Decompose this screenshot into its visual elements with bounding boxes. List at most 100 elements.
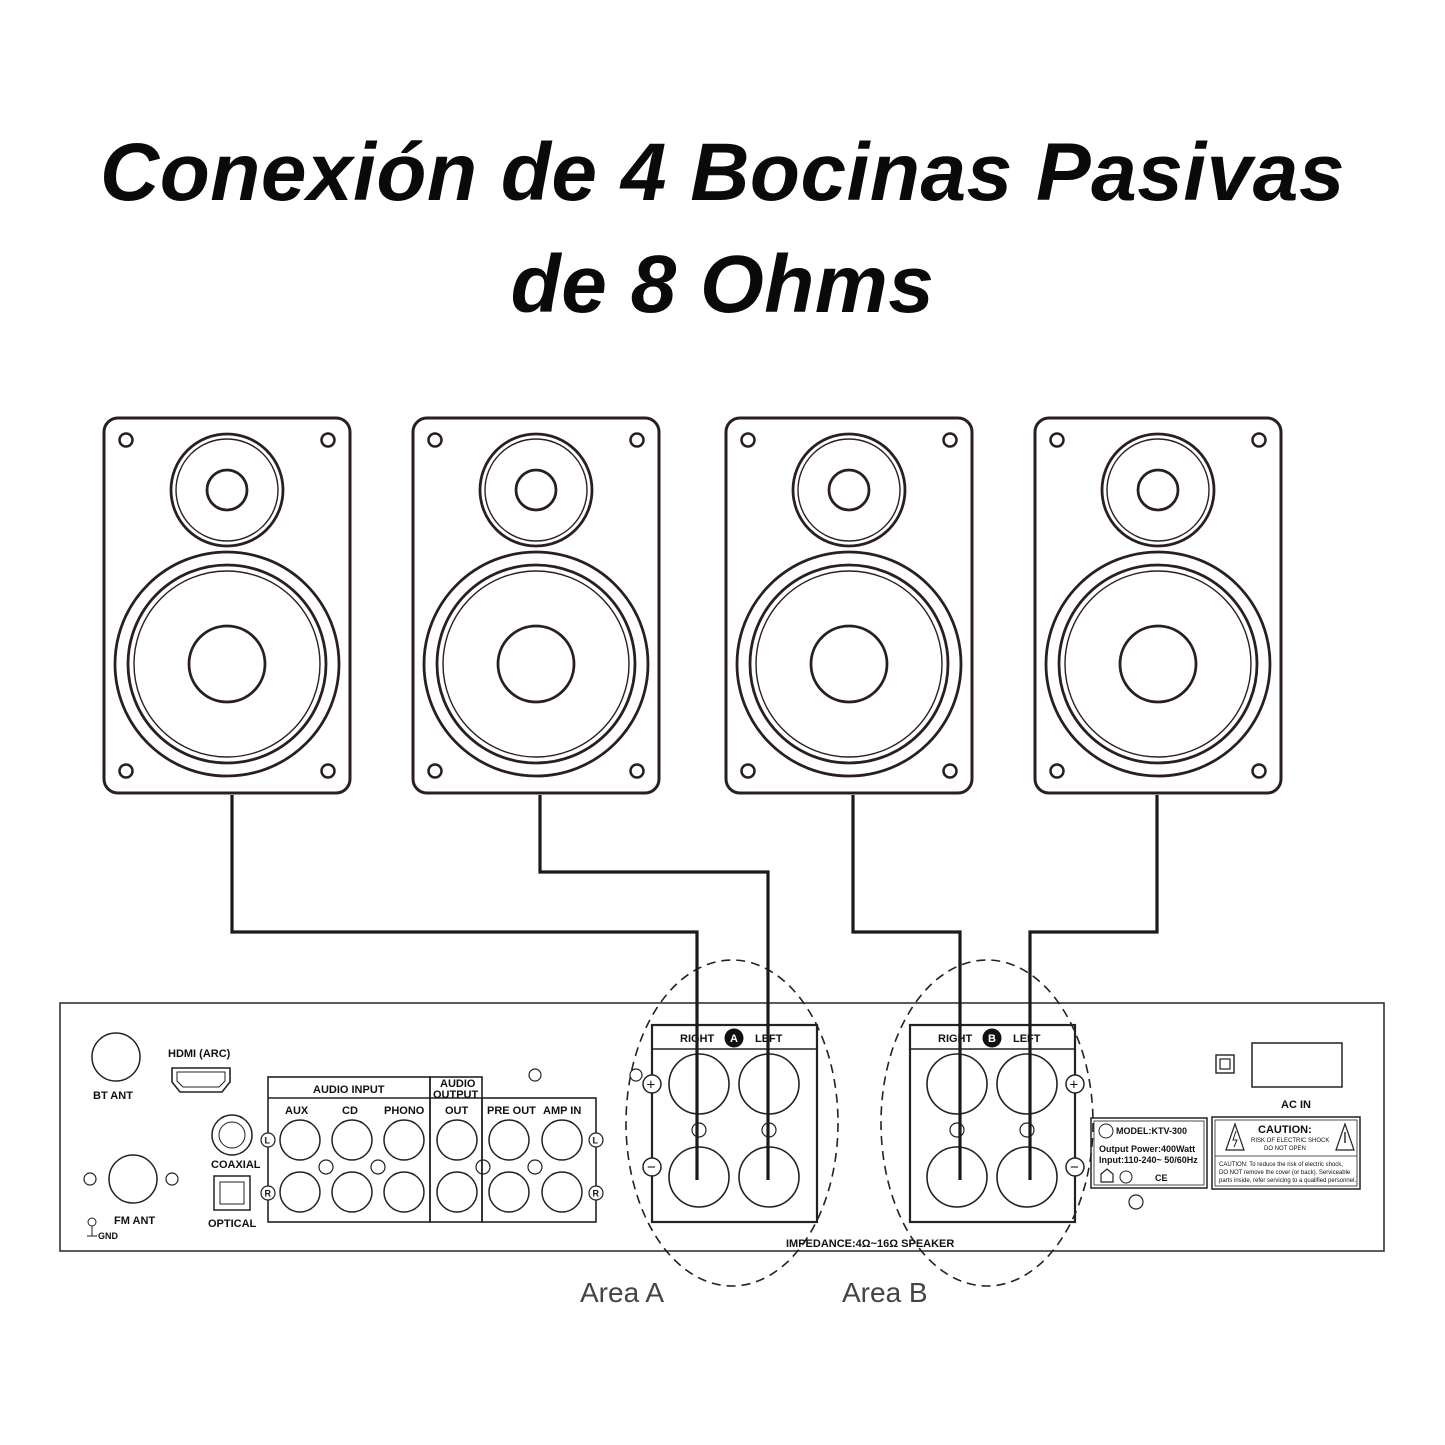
woofer-dust-cap	[1118, 624, 1198, 704]
rca-jack	[279, 1171, 321, 1213]
tweeter-ring	[484, 438, 588, 542]
screw-icon	[629, 432, 645, 448]
mount-hole	[370, 1159, 386, 1175]
speaker-4	[1033, 416, 1283, 795]
aux-label: AUX	[285, 1105, 309, 1117]
speakers-group	[102, 416, 1283, 795]
rear-panel: BT ANT HDMI (ARC) COAXIAL OPTICAL FM ANT…	[59, 1002, 1385, 1252]
fm-ant-label: FM ANT	[114, 1215, 155, 1227]
plus-sign: +	[647, 1077, 656, 1094]
caution-body-3: parts inside, refer servicing to a quali…	[1219, 1178, 1356, 1184]
screw-icon	[320, 432, 336, 448]
zone-badge-icon	[724, 1028, 744, 1048]
woofer-surround	[748, 563, 950, 765]
binding-post-negative	[668, 1146, 730, 1208]
screw-icon	[942, 432, 958, 448]
woofer-frame	[735, 550, 963, 778]
caution-body-1: CAUTION: To reduce the risk of electric …	[1219, 1162, 1343, 1168]
woofer-cone	[755, 570, 943, 758]
rca-jack	[488, 1119, 530, 1161]
woofer-surround	[435, 563, 637, 765]
audio-output-label-1: AUDIO	[440, 1078, 476, 1090]
binding-post-negative	[996, 1146, 1058, 1208]
tweeter-outer	[791, 432, 907, 548]
screw-icon	[942, 763, 958, 779]
tweeter-ring	[797, 438, 901, 542]
zone-badge-icon	[982, 1028, 1002, 1048]
tweeter-dome	[514, 468, 558, 512]
minus-icon	[1065, 1157, 1085, 1177]
output-power-label: Output Power:400Watt	[1099, 1144, 1195, 1154]
electric-shock-warning-icon	[1225, 1122, 1245, 1151]
screw-icon	[427, 763, 443, 779]
brand-logo-icon	[1098, 1123, 1114, 1139]
rca-jack	[383, 1171, 425, 1213]
tweeter-outer	[169, 432, 285, 548]
coaxial-jack	[211, 1114, 253, 1156]
ac-in-label: AC IN	[1281, 1099, 1311, 1111]
audio-input-label: AUDIO INPUT	[313, 1084, 385, 1096]
caution-title: CAUTION:	[1258, 1124, 1312, 1136]
area-b-outline	[880, 959, 1094, 1287]
screw-icon	[427, 432, 443, 448]
tweeter-dome	[205, 468, 249, 512]
model-label: MODEL:KTV-300	[1116, 1126, 1187, 1136]
cd-label: CD	[342, 1105, 358, 1117]
optical-label: OPTICAL	[208, 1218, 257, 1230]
woofer-dust-cap	[187, 624, 267, 704]
woofer-cone	[1064, 570, 1252, 758]
bt-ant-label: BT ANT	[93, 1090, 133, 1102]
binding-post-negative	[926, 1146, 988, 1208]
woofer-cone	[442, 570, 630, 758]
area-b-label: Area B	[842, 1277, 928, 1308]
hdmi-port	[171, 1067, 231, 1093]
screw-icon	[740, 432, 756, 448]
bt-antenna-jack	[91, 1032, 141, 1082]
rca-jack	[541, 1119, 583, 1161]
minus-sign: −	[1070, 1159, 1079, 1176]
title-line-2: de 8 Ohms	[510, 239, 935, 330]
woofer-frame	[113, 550, 341, 778]
double-insulation-symbol	[1215, 1054, 1235, 1074]
panel-outline	[59, 1002, 1385, 1252]
woofer-cone	[133, 570, 321, 758]
screw-icon	[1049, 432, 1065, 448]
optical-port	[213, 1175, 251, 1211]
speaker-cabinet	[1033, 416, 1283, 795]
woofer-surround	[126, 563, 328, 765]
screw-icon	[1251, 432, 1267, 448]
rca-jack	[279, 1119, 321, 1161]
rca-jacks	[279, 1119, 583, 1213]
wire-speaker-2	[538, 795, 770, 1180]
caution-sub-2: DO NOT OPEN	[1264, 1146, 1306, 1152]
audio-input-block	[267, 1076, 431, 1223]
caution-plate	[1211, 1116, 1361, 1190]
speaker-1	[102, 416, 352, 795]
zone-letter: A	[730, 1033, 738, 1045]
input-spec-label: Input:110-240~ 50/60Hz	[1099, 1155, 1198, 1165]
tweeter-dome	[827, 468, 871, 512]
screw-icon	[1251, 763, 1267, 779]
tweeter-ring	[175, 438, 279, 542]
out-label: OUT	[445, 1105, 469, 1117]
amp-in-label: AMP IN	[543, 1105, 581, 1117]
area-a-outline	[625, 959, 839, 1287]
mount-hole	[475, 1159, 491, 1175]
area-a-label: Area A	[580, 1277, 664, 1308]
screw-icon	[118, 432, 134, 448]
zone-letter: B	[988, 1033, 996, 1045]
rca-jack	[436, 1171, 478, 1213]
speaker-2	[411, 416, 661, 795]
right-channel-marker-2: R	[593, 1189, 600, 1199]
plus-icon	[642, 1074, 662, 1094]
rca-jack	[436, 1119, 478, 1161]
wire-speaker-3	[851, 795, 962, 1180]
speaker-wires	[230, 795, 1159, 1180]
caution-body-2: DO NOT remove the cover (or back). Servi…	[1219, 1170, 1351, 1176]
pre-out-label: PRE OUT	[487, 1105, 536, 1117]
screw-icon	[118, 763, 134, 779]
mount-hole	[318, 1159, 334, 1175]
